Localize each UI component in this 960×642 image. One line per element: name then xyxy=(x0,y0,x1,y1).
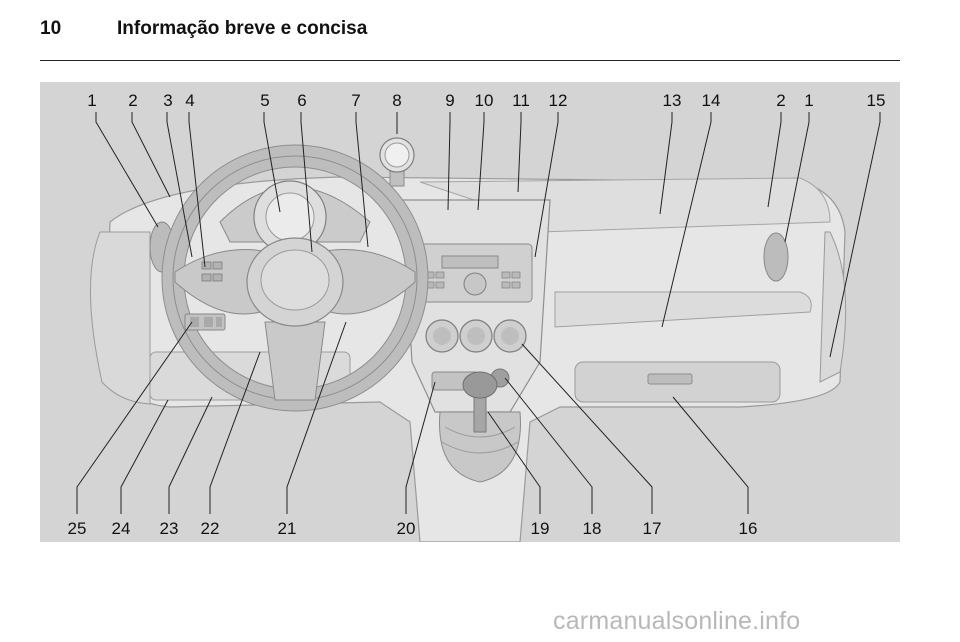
callout-2-left: 2 xyxy=(128,91,137,110)
callout-18: 18 xyxy=(583,519,602,538)
callout-8: 8 xyxy=(392,91,401,110)
leader-lines xyxy=(76,112,881,514)
callout-20: 20 xyxy=(397,519,416,538)
callout-12: 12 xyxy=(549,91,568,110)
callout-4: 4 xyxy=(185,91,194,110)
callout-13: 13 xyxy=(663,91,682,110)
callout-22: 22 xyxy=(201,519,220,538)
callout-16: 16 xyxy=(739,519,758,538)
page-header: 10 Informação breve e concisa xyxy=(0,0,960,62)
section-title: Informação breve e concisa xyxy=(117,18,368,39)
callout-23: 23 xyxy=(160,519,179,538)
left-switch-panel xyxy=(184,313,226,331)
callout-1-left: 1 xyxy=(87,91,96,110)
callout-21: 21 xyxy=(278,519,297,538)
header-divider xyxy=(40,60,900,61)
callout-14: 14 xyxy=(702,91,721,110)
callouts-bottom: 25 24 23 22 21 20 19 18 17 16 xyxy=(68,519,758,538)
steering-wheel xyxy=(161,144,429,412)
callout-2-right: 2 xyxy=(776,91,785,110)
callout-9: 9 xyxy=(445,91,454,110)
watermark: carmanualsonline.info xyxy=(553,607,801,635)
callouts-top: 1 2 3 4 5 6 7 8 9 10 11 12 13 14 2 1 15 xyxy=(87,91,885,110)
callout-6: 6 xyxy=(297,91,306,110)
callout-7: 7 xyxy=(351,91,360,110)
auxiliary-gauge xyxy=(379,137,415,187)
callout-15: 15 xyxy=(867,91,886,110)
callout-1-right: 1 xyxy=(804,91,813,110)
instrument-cluster xyxy=(219,180,371,254)
callout-25: 25 xyxy=(68,519,87,538)
dashboard-illustration: 1 2 3 4 5 6 7 8 9 10 11 12 13 14 2 1 15 … xyxy=(40,82,900,542)
dashboard-drawing: 1 2 3 4 5 6 7 8 9 10 11 12 13 14 2 1 15 … xyxy=(40,82,900,542)
callout-17: 17 xyxy=(643,519,662,538)
callout-10: 10 xyxy=(475,91,494,110)
page-number: 10 xyxy=(40,18,62,39)
callout-19: 19 xyxy=(531,519,550,538)
callout-3: 3 xyxy=(163,91,172,110)
center-console xyxy=(401,199,551,413)
callout-5: 5 xyxy=(260,91,269,110)
callout-11: 11 xyxy=(512,91,530,110)
callout-24: 24 xyxy=(112,519,131,538)
